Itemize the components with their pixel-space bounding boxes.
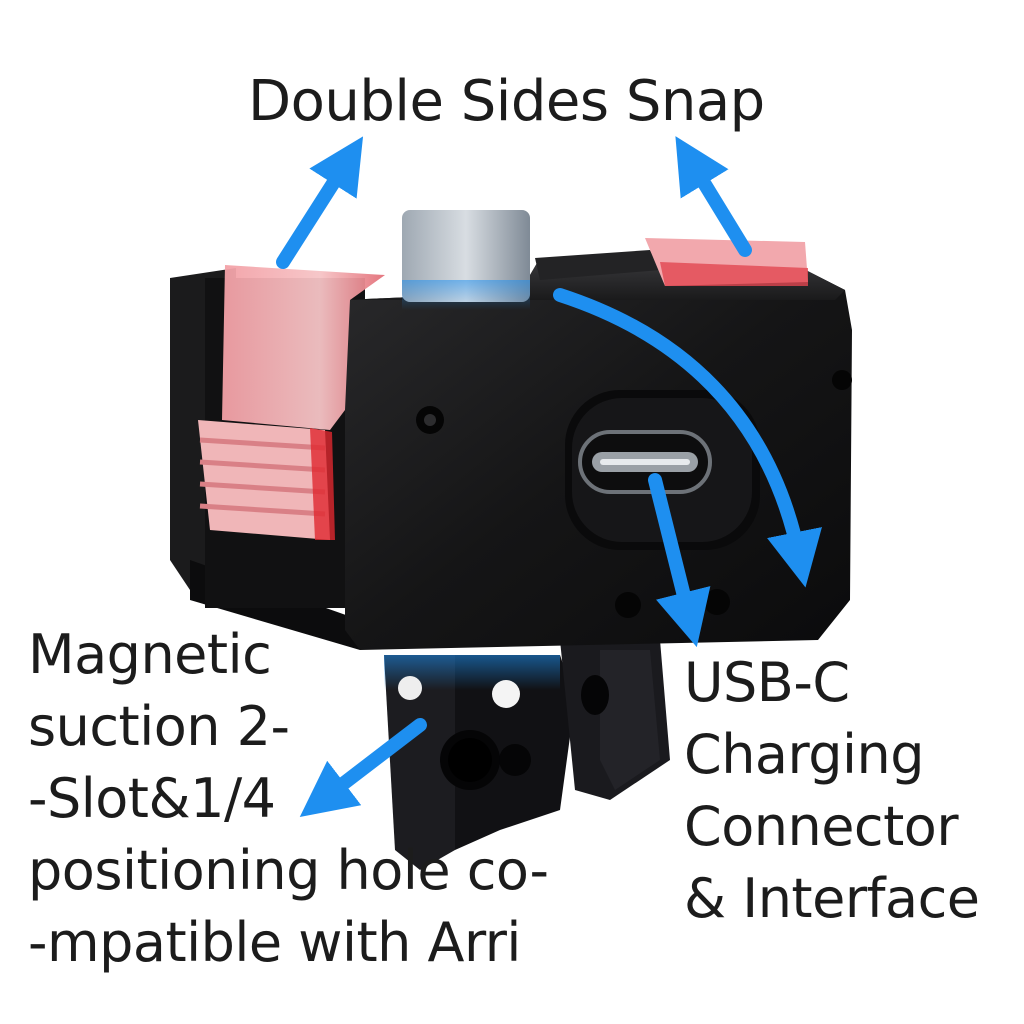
usb-line: USB-C xyxy=(684,651,850,714)
usb-line: & Interface xyxy=(684,867,980,930)
magnetic-line: suction 2- xyxy=(28,695,290,758)
magnetic-line: -Slot&1/4 xyxy=(28,767,276,830)
magnetic-line: -mpatible with Arri xyxy=(28,911,521,974)
arrow-icon xyxy=(276,136,822,818)
magnetic-line: positioning hole co- xyxy=(28,839,549,902)
usb-line: Connector xyxy=(684,795,959,858)
magnetic-suction-label: Magnetic suction 2- -Slot&1/4 positionin… xyxy=(28,619,549,979)
usb-line: Charging xyxy=(684,723,925,786)
magnetic-line: Magnetic xyxy=(28,623,272,686)
double-sides-snap-label: Double Sides Snap xyxy=(248,69,765,134)
usb-c-label: USB-C Charging Connector & Interface xyxy=(684,647,980,935)
